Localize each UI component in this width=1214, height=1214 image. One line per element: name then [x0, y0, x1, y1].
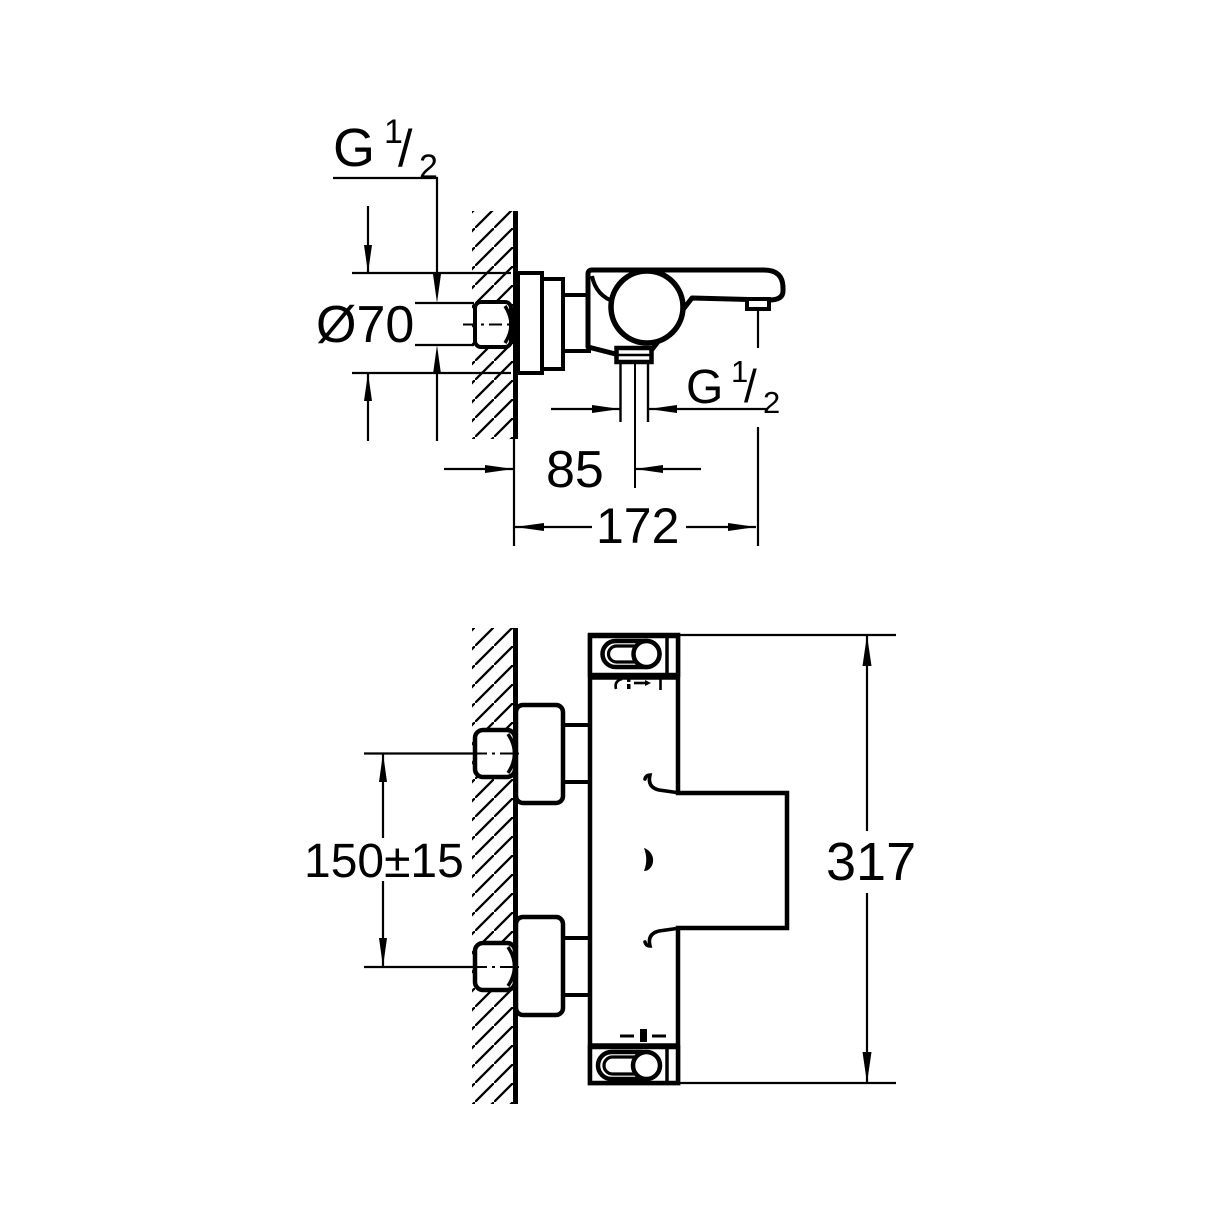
thread-outlet-num: 1 — [731, 354, 748, 389]
dimension-thread-outlet: G 1 / 2 — [551, 354, 780, 420]
dimension-flange-diameter: Ø70 — [316, 206, 511, 441]
temperature-control-icons — [614, 676, 665, 690]
wall-hatch-bottom — [472, 628, 513, 1104]
flow-marker-icon — [620, 1029, 666, 1042]
dimension-wall-to-outlet: 85 — [444, 439, 701, 546]
spout-outlet-nub — [745, 297, 771, 311]
wall-to-outlet-label: 85 — [546, 441, 604, 499]
inlet-connection-upper — [472, 702, 592, 806]
handle-knob-circle — [608, 268, 686, 346]
arrow-up — [364, 373, 372, 401]
total-height-label: 317 — [826, 832, 916, 892]
toggle-button — [631, 638, 662, 670]
arrow-right — [592, 405, 620, 413]
thread-top-g: G — [333, 118, 375, 178]
inlet-spacing-label: 150±15 — [304, 835, 464, 888]
escutcheon — [513, 914, 566, 1018]
arrow-left — [635, 465, 663, 473]
marker-block — [640, 1029, 647, 1042]
arrow-left — [515, 523, 544, 531]
thread-outlet-den: 2 — [763, 385, 780, 420]
arrow-down — [862, 1052, 872, 1083]
body-transition-curve-top — [643, 773, 682, 795]
dot-icon-1 — [627, 677, 631, 682]
small-arrow-icon — [645, 680, 651, 686]
flange-diameter-label: Ø70 — [316, 296, 414, 354]
inlet-nut-cap-arc — [503, 305, 513, 344]
arrow-right — [485, 465, 513, 473]
thread-outlet-g: G — [686, 361, 723, 414]
body-transition-curve-bottom — [643, 926, 682, 948]
leader-line — [333, 176, 439, 274]
inlet-nut-cap-arc — [506, 733, 517, 774]
dot-icon-2 — [627, 684, 631, 689]
top-cap — [587, 633, 681, 680]
arrow-up — [862, 635, 872, 666]
wall-inlet-nut-side — [463, 300, 516, 349]
thread-top-den: 2 — [419, 148, 438, 186]
escutcheon-inner — [540, 277, 565, 371]
thread-top-num: 1 — [384, 113, 403, 151]
faucet-side-view — [463, 267, 786, 488]
arrow-down — [364, 245, 372, 273]
dimension-total-height: 317 — [680, 633, 916, 1085]
inlet-connection-lower — [472, 914, 592, 1018]
side-view: G 1 / 2 Ø70 G 1 / 2 — [316, 113, 786, 554]
dimension-wall-to-spout: 172 — [515, 310, 760, 554]
thread-outlet-slash: / — [744, 360, 757, 412]
arrow-down — [433, 274, 441, 303]
bottom-cap — [587, 1043, 681, 1086]
arrow-left — [649, 405, 677, 413]
rotate-arrow-icon — [614, 677, 623, 690]
arrow-up — [379, 753, 387, 782]
front-view: 150±15 317 — [304, 628, 916, 1104]
s-union-connector — [561, 293, 591, 353]
body-logo-mark — [644, 848, 654, 871]
connector — [561, 723, 592, 784]
connector — [561, 936, 592, 997]
toggle-button — [630, 1049, 663, 1082]
dimension-inlet-spacing: 150±15 — [304, 752, 474, 969]
arrow-up — [433, 345, 441, 374]
thread-top-slash: / — [398, 120, 413, 178]
escutcheon — [513, 702, 566, 806]
inlet-nut-cap-arc — [506, 946, 517, 987]
wall-section-bottom — [472, 628, 518, 1104]
arrow-right — [728, 523, 756, 531]
dimension-thread-top: G 1 / 2 — [333, 113, 474, 441]
arrow-down — [379, 938, 387, 967]
mixer-front-view — [587, 632, 790, 1086]
wall-to-spout-label: 172 — [596, 498, 679, 554]
escutcheon-outer — [516, 271, 544, 375]
